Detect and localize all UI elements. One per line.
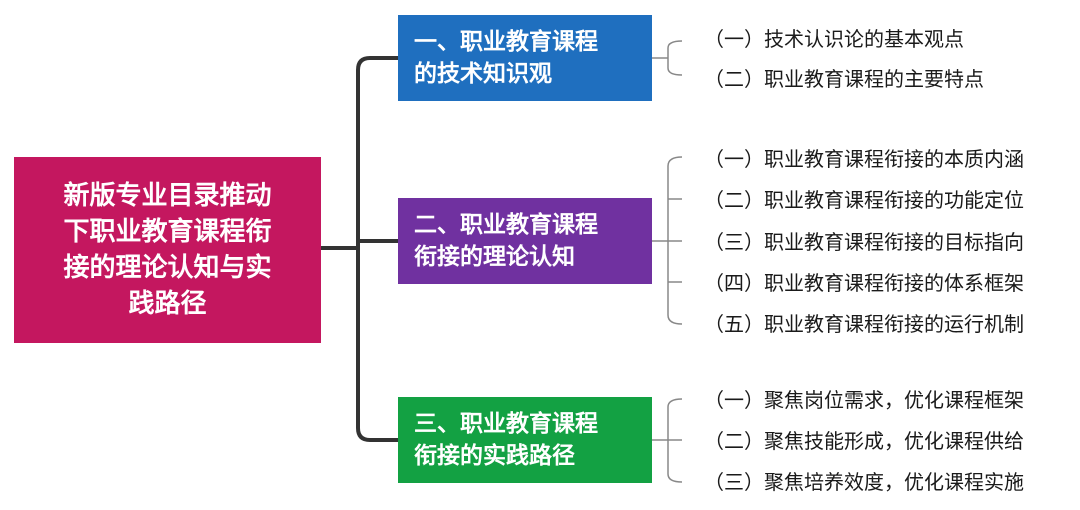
branch-3-label: 三、职业教育课程 衔接的实践路径 [414,411,598,469]
branch-2-label: 二、职业教育课程 衔接的理论认知 [414,212,598,270]
branch-1-item-2: （二）职业教育课程的主要特点 [704,67,984,91]
branch-1-item-1: （一）技术认识论的基本观点 [704,27,964,51]
branch-1-label: 一、职业教育课程 的技术知识观 [414,29,598,87]
bracket-branch-2 [652,156,683,325]
branch-1-box: 一、职业教育课程 的技术知识观 [398,15,652,101]
root-topic: 新版专业目录推动 下职业教育课程衔 接的理论认知与实 践路径 [14,157,321,343]
bracket-branch-3 [652,398,683,483]
branch-2-item-4: （四）职业教育课程衔接的体系框架 [704,271,1024,295]
branch-2-item-2: （二）职业教育课程衔接的功能定位 [704,188,1024,212]
root-topic-label: 新版专业目录推动 下职业教育课程衔 接的理论认知与实 践路径 [63,181,272,319]
branch-2-item-5: （五）职业教育课程衔接的运行机制 [704,312,1024,336]
branch-3-box: 三、职业教育课程 衔接的实践路径 [398,397,652,483]
bracket-branch-1 [652,40,683,76]
branch-3-item-2: （二）聚焦技能形成，优化课程供给 [704,429,1024,453]
branch-2-item-3: （三）职业教育课程衔接的目标指向 [704,230,1024,254]
branch-2-box: 二、职业教育课程 衔接的理论认知 [398,198,652,284]
trunk-connector [319,56,400,442]
branch-3-item-1: （一）聚焦岗位需求，优化课程框架 [704,388,1024,412]
branch-2-item-1: （一）职业教育课程衔接的本质内涵 [704,147,1024,171]
branch-3-item-3: （三）聚焦培养效度，优化课程实施 [704,470,1024,494]
